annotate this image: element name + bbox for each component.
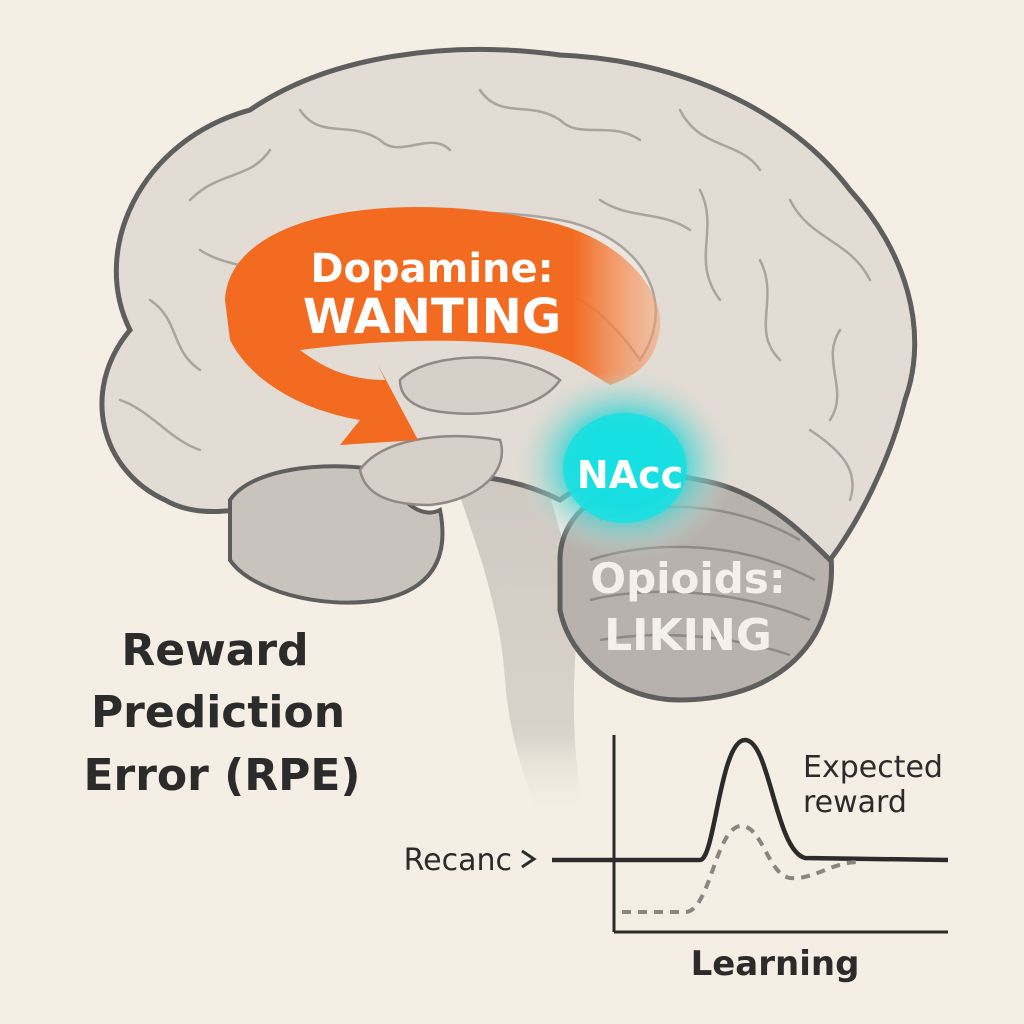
opioids-label-line2: LIKING [604,610,772,661]
dopamine-label-line2: WANTING [303,289,561,345]
chevron-right-icon [521,849,537,869]
expected-reward-curve [552,737,949,863]
baseline-label: Recanc [404,843,512,878]
nacc-core [563,413,687,523]
brainstem-shape [455,480,585,820]
rpe-title-line2: Prediction [91,687,345,738]
curve-label-line2: reward [803,785,907,820]
hypothalamus-shape [358,435,504,507]
rpe-title-line3: Error (RPE) [83,750,360,801]
rpe-title-line1: Reward [121,625,308,676]
dopamine-arrow [225,206,661,445]
cortex-folds [118,88,872,502]
rpe-graph: Recanc Expected reward Learning [404,735,949,984]
actual-reward-dashed-curve [622,824,861,914]
x-axis-label: Learning [691,944,860,984]
thalamus-shape [398,356,562,415]
nacc-label: NAcc [577,453,683,497]
dopamine-label-line1: Dopamine: [310,246,553,292]
curve-label-line1: Expected [803,750,943,785]
opioids-label-line1: Opioids: [590,554,785,603]
